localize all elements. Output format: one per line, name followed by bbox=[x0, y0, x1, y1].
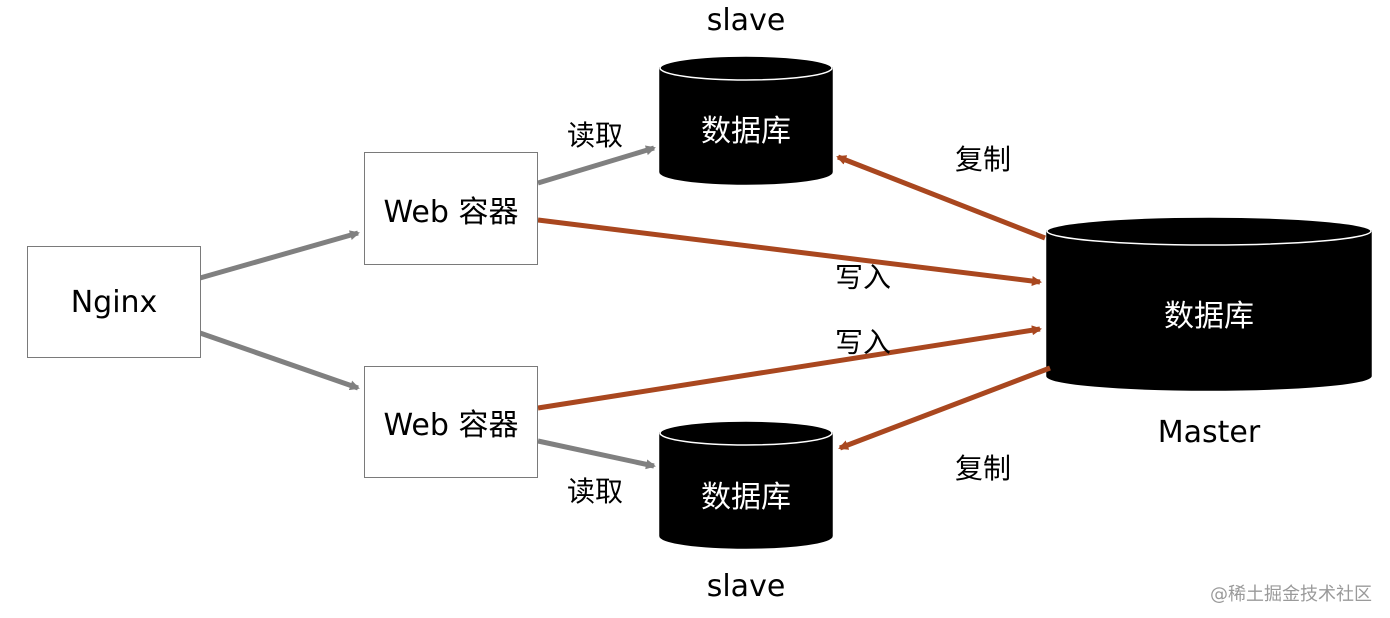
arrow-replicate-top bbox=[836, 154, 1046, 241]
arrow-read-top bbox=[537, 145, 656, 186]
arrow-replicate-bottom bbox=[838, 365, 1051, 451]
nginx-label: Nginx bbox=[70, 284, 158, 320]
arrow-nginx-to-web-top bbox=[199, 230, 360, 281]
slave-db-top-label: 数据库 bbox=[701, 114, 791, 149]
slave-bottom-caption: slave bbox=[706, 569, 786, 604]
slave-db-bottom-cylinder bbox=[659, 420, 833, 549]
master-db-cylinder bbox=[1046, 216, 1372, 391]
nginx-box: Nginx bbox=[27, 246, 201, 358]
replicate-bottom-label: 复制 bbox=[955, 452, 1012, 485]
arrow-read-bottom bbox=[537, 438, 656, 470]
web-container-top-label: Web 容器 bbox=[383, 194, 519, 230]
slave-db-top-cylinder bbox=[659, 55, 833, 185]
slave-db-bottom-label: 数据库 bbox=[701, 480, 791, 515]
write-top-label: 写入 bbox=[835, 261, 892, 294]
replicate-top-label: 复制 bbox=[955, 143, 1012, 176]
write-bottom-label: 写入 bbox=[835, 326, 892, 359]
master-db-label: 数据库 bbox=[1164, 299, 1254, 334]
web-container-bottom-label: Web 容器 bbox=[383, 408, 519, 443]
arrow-nginx-to-web-bottom bbox=[199, 330, 360, 391]
slave-top-caption: slave bbox=[706, 3, 786, 38]
watermark: @稀土掘金技术社区 bbox=[1210, 584, 1372, 605]
master-caption: Master bbox=[1157, 415, 1261, 450]
web-container-top-box: Web 容器 bbox=[364, 152, 538, 265]
read-bottom-label: 读取 bbox=[567, 475, 624, 508]
arrow-write-top bbox=[537, 217, 1042, 286]
arrow-write-bottom bbox=[537, 325, 1042, 411]
web-container-bottom-box: Web 容器 bbox=[364, 366, 538, 478]
read-top-label: 读取 bbox=[567, 119, 624, 152]
